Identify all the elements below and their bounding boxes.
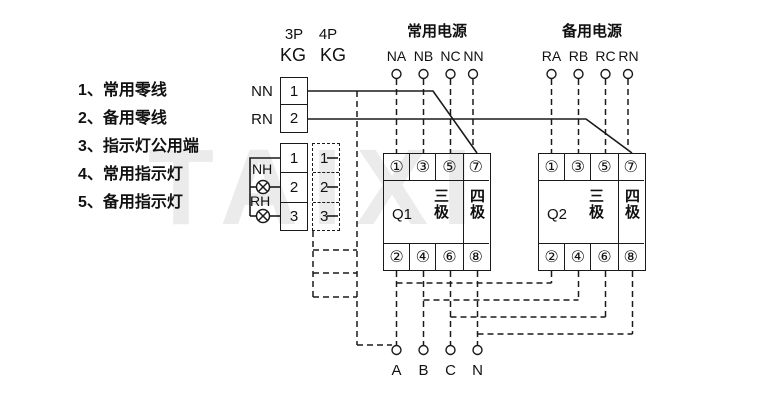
breaker-q2: ① ③ ⑤ ⑦ Q2 三极 四极 ② ④ ⑥ ⑧ xyxy=(538,153,646,271)
q2-top-terminal-row: ① ③ ⑤ ⑦ xyxy=(539,154,644,181)
lamp-terminal-block-4p: 1 2 3 xyxy=(312,143,340,231)
terminal-label-rc: RC xyxy=(595,48,616,64)
q1-terminal-4: ④ xyxy=(410,244,437,270)
normal-supply-title: 常用电源 xyxy=(406,23,467,40)
q1-terminal-3: ③ xyxy=(410,154,437,180)
terminal-label-rn: RN xyxy=(618,48,639,64)
terminal-label-nb: NB xyxy=(413,48,434,64)
neutral-block-row: 1 xyxy=(289,82,299,100)
lamp-terminal-block-3p: 1 2 3 xyxy=(280,143,308,231)
q2-terminal-7: ⑦ xyxy=(623,159,638,176)
output-label-a: A xyxy=(391,362,402,379)
terminal-a-dot xyxy=(391,344,402,356)
q1-top-terminal-row: ① ③ ⑤ ⑦ xyxy=(384,154,489,181)
lamp-block-3p-row: 1 xyxy=(289,149,299,167)
terminal-na-dot xyxy=(391,68,402,80)
q2-terminal-2: ② xyxy=(539,244,566,270)
dashed-wires-4p xyxy=(312,91,392,346)
column-header-3p: 3P xyxy=(284,26,304,43)
output-terminal-dots xyxy=(391,344,483,356)
q2-bottom-terminal-row: ② ④ ⑥ ⑧ xyxy=(539,243,644,270)
q1-terminal-2: ② xyxy=(384,244,411,270)
q1-pole3-label: 三极 xyxy=(433,188,449,221)
lamp-block-3p-row: 2 xyxy=(281,172,307,201)
neutral-terminal-block: 1 2 xyxy=(280,77,308,133)
q2-terminal-1: ① xyxy=(539,154,566,180)
terminal-b-dot xyxy=(418,344,429,356)
q1-terminal-8: ⑧ xyxy=(468,249,483,266)
lamp-block-4p-row: 2 xyxy=(313,172,339,201)
terminal-label-ra: RA xyxy=(541,48,562,64)
neutral-block-row: 2 xyxy=(281,104,307,131)
q2-terminal-6: ⑥ xyxy=(597,249,612,266)
terminal-label-nc: NC xyxy=(440,48,461,64)
backup-supply-title: 备用电源 xyxy=(561,23,622,40)
q2-pole-divider xyxy=(618,154,620,270)
terminal-ra-dot xyxy=(546,68,557,80)
legend-item-1: 1、常用零线 xyxy=(78,82,167,99)
q1-pole-divider xyxy=(463,154,465,270)
terminal-n-dot xyxy=(472,344,483,356)
rh-label: RH xyxy=(250,193,271,209)
q1-terminal-1: ① xyxy=(384,154,411,180)
breaker-q1: ① ③ ⑤ ⑦ Q1 三极 四极 ② ④ ⑥ ⑧ xyxy=(383,153,491,271)
q2-terminal-8: ⑧ xyxy=(623,249,638,266)
q1-terminal-5: ⑤ xyxy=(442,159,457,176)
terminal-label-na: NA xyxy=(386,48,407,64)
output-label-b: B xyxy=(418,362,429,379)
legend-item-5: 5、备用指示灯 xyxy=(78,194,183,211)
q1-terminal-6: ⑥ xyxy=(442,249,457,266)
q2-pole3-label: 三极 xyxy=(588,188,604,221)
terminal-rc-dot xyxy=(600,68,611,80)
terminal-nb-dot xyxy=(418,68,429,80)
q2-terminal-3: ③ xyxy=(565,154,592,180)
terminal-nc-dot xyxy=(445,68,456,80)
lamp-nh-icon xyxy=(255,179,271,195)
rn-label: RN xyxy=(251,111,273,128)
q2-pole4-label: 四极 xyxy=(624,188,640,221)
lamp-block-4p-row: 1 xyxy=(320,149,329,167)
output-label-n: N xyxy=(472,362,483,379)
nh-label: NH xyxy=(252,161,273,177)
q2-terminal-4: ④ xyxy=(565,244,592,270)
terminal-label-nn: NN xyxy=(463,48,484,64)
legend-item-2: 2、备用零线 xyxy=(78,110,167,127)
q2-name: Q2 xyxy=(547,206,568,223)
solid-wires xyxy=(249,90,633,217)
q1-bottom-terminal-row: ② ④ ⑥ ⑧ xyxy=(384,243,489,270)
q2-terminal-5: ⑤ xyxy=(597,159,612,176)
terminal-rn-dot xyxy=(622,68,634,80)
supply-terminal-dots xyxy=(391,68,634,80)
terminal-nn-dot xyxy=(467,68,479,80)
terminal-c-dot xyxy=(445,344,456,356)
watermark: TAIXI xyxy=(148,126,486,247)
legend-item-3: 3、指示灯公用端 xyxy=(78,138,199,155)
dashed-wires-bottom xyxy=(395,271,634,346)
kg-label-3p: KG xyxy=(279,45,306,65)
legend-item-4: 4、常用指示灯 xyxy=(78,166,183,183)
kg-label-4p: KG xyxy=(319,45,346,65)
dashed-wires-top xyxy=(395,79,629,153)
lamp-block-4p-row: 3 xyxy=(313,201,339,231)
q1-name: Q1 xyxy=(392,206,413,223)
q1-pole4-label: 四极 xyxy=(469,188,485,221)
lamp-block-3p-row: 3 xyxy=(281,201,307,231)
output-label-c: C xyxy=(445,362,456,379)
lamp-rh-icon xyxy=(255,208,271,224)
nn-label: NN xyxy=(251,83,273,100)
terminal-rb-dot xyxy=(573,68,584,80)
q1-terminal-7: ⑦ xyxy=(468,159,483,176)
column-header-4p: 4P xyxy=(318,26,338,43)
terminal-label-rb: RB xyxy=(568,48,589,64)
